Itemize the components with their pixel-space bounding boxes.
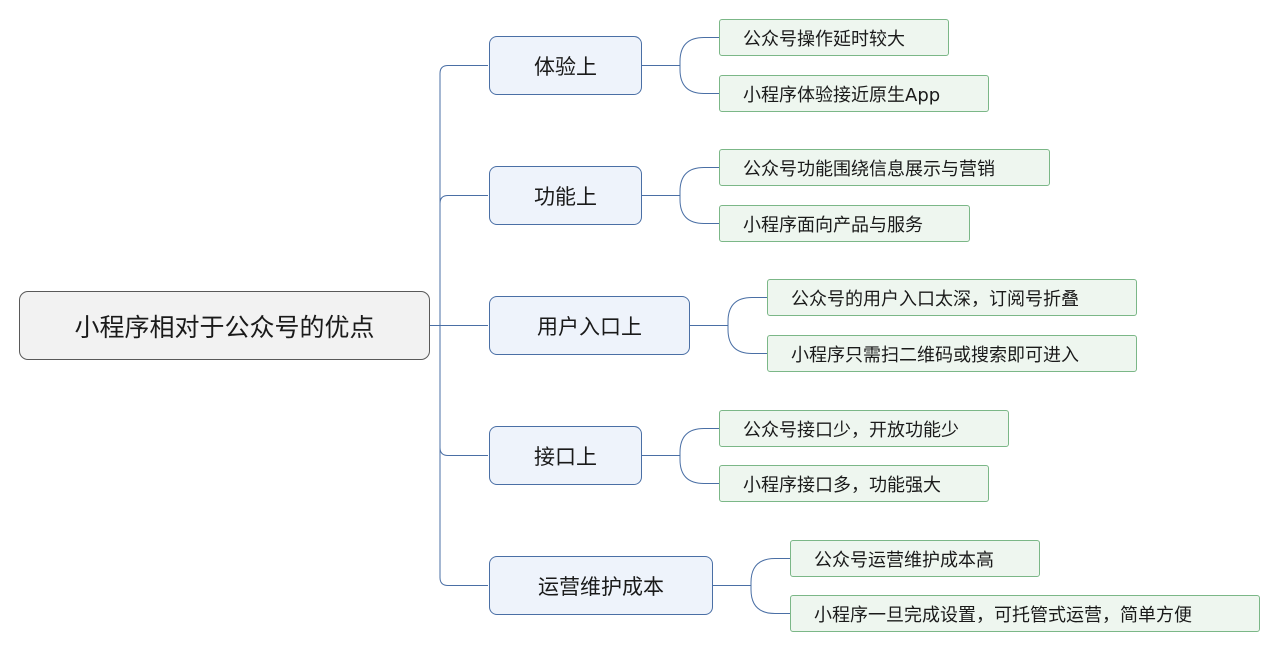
connector-leaves-1 <box>642 37 719 94</box>
leaf-topic[interactable]: 公众号功能围绕信息展示与营销 <box>719 149 1050 186</box>
connector-branch-4 <box>439 447 488 456</box>
leaf-topic[interactable]: 小程序接口多，功能强大 <box>719 465 989 502</box>
leaf-topic[interactable]: 公众号接口少，开放功能少 <box>719 410 1009 447</box>
branch-topic-function[interactable]: 功能上 <box>489 166 642 225</box>
connector-leaves-2 <box>642 167 719 224</box>
leaf-topic[interactable]: 小程序面向产品与服务 <box>719 205 970 242</box>
root-topic[interactable]: 小程序相对于公众号的优点 <box>19 291 430 360</box>
branch-topic-interface[interactable]: 接口上 <box>489 426 642 485</box>
connector-leaves-4 <box>642 428 719 484</box>
connector-branch-2 <box>439 195 488 204</box>
leaf-topic[interactable]: 公众号操作延时较大 <box>719 19 949 56</box>
leaf-topic[interactable]: 公众号运营维护成本高 <box>790 540 1040 577</box>
leaf-topic[interactable]: 小程序体验接近原生App <box>719 75 989 112</box>
leaf-topic[interactable]: 小程序只需扫二维码或搜索即可进入 <box>767 335 1137 372</box>
branch-topic-operation-cost[interactable]: 运营维护成本 <box>489 556 713 615</box>
branch-topic-experience[interactable]: 体验上 <box>489 36 642 95</box>
connector-leaves-3 <box>690 297 767 354</box>
branch-topic-entry[interactable]: 用户入口上 <box>489 296 690 355</box>
leaf-topic[interactable]: 小程序一旦完成设置，可托管式运营，简单方便 <box>790 595 1260 632</box>
connector-leaves-5 <box>713 558 790 614</box>
leaf-topic[interactable]: 公众号的用户入口太深，订阅号折叠 <box>767 279 1137 316</box>
